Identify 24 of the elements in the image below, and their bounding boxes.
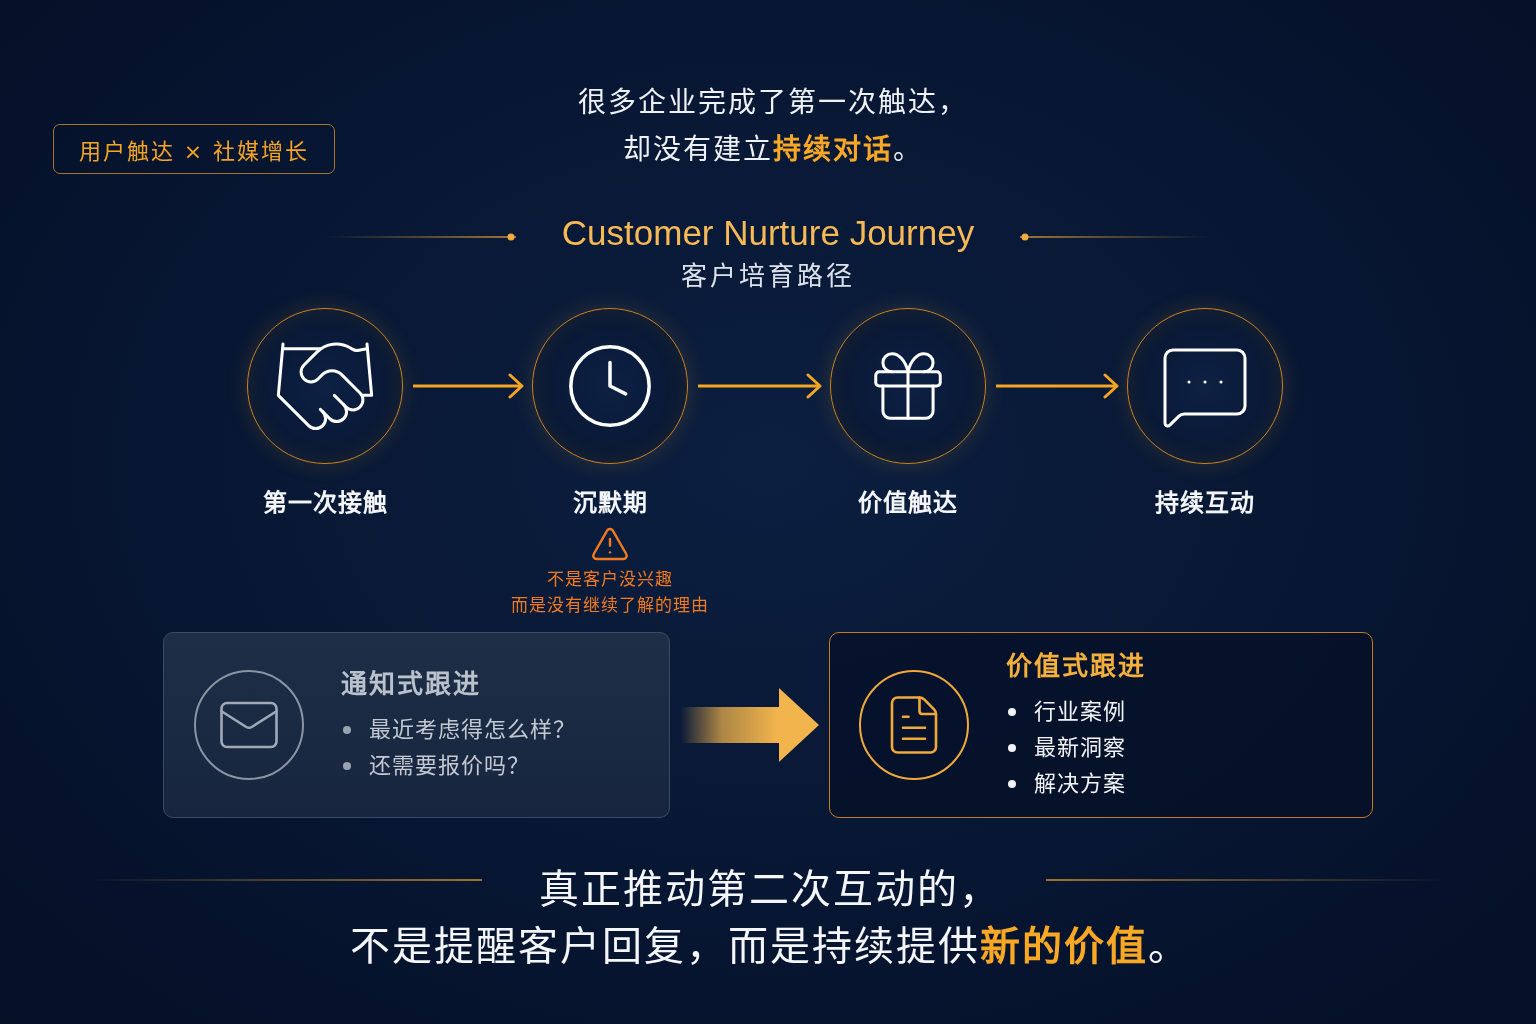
warning-note: 不是客户没兴趣 (547, 568, 673, 591)
warning-note: 而是没有继续了解的理由 (511, 594, 709, 617)
follow-up-card (163, 632, 670, 818)
stage-label: 价值触达 (858, 488, 958, 519)
section-heading: Customer Nurture Journey (561, 212, 975, 254)
card-heading: 通知式跟进 (341, 668, 482, 701)
headline-text: 很多企业完成了第一次触达，却没有建立持续对话。 (577, 85, 969, 168)
stage-label: 沉默期 (572, 488, 648, 519)
topic-tag: 用户触达 × 社媒增长 (53, 124, 335, 174)
list-item-text: 行业案例 (1034, 698, 1126, 726)
card-heading: 价值式跟进 (1006, 650, 1146, 683)
list-item-text: 解决方案 (1034, 770, 1126, 798)
arrow (698, 373, 822, 399)
list-item-text: 最近考虑得怎么样？ (369, 716, 576, 744)
arrow (680, 688, 819, 762)
list-item-text: 还需要报价吗？ (369, 752, 530, 780)
list-item-text: 最新洞察 (1034, 734, 1126, 762)
arrow (996, 373, 1119, 399)
closing-statement: 真正推动第二次互动的，不是提醒客户回复，而是持续提供新的价值。 (349, 865, 1191, 971)
stage-label: 第一次接触 (262, 488, 388, 519)
follow-up-card (829, 632, 1373, 818)
stage-label: 持续互动 (1155, 488, 1255, 519)
section-subheading: 客户培育路径 (681, 260, 855, 293)
arrow (413, 373, 524, 399)
